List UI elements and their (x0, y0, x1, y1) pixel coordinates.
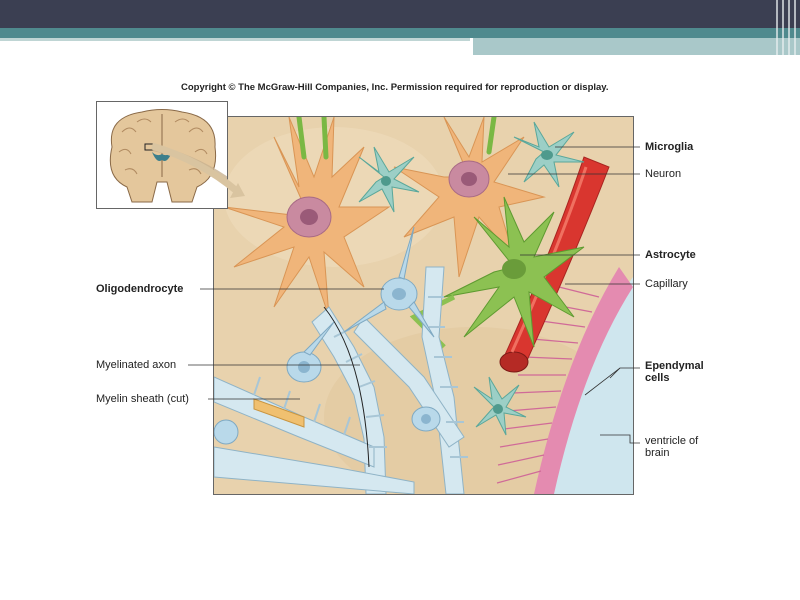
microglia (513, 121, 585, 188)
neuron-left (223, 117, 391, 318)
label-microglia: Microglia (645, 141, 694, 153)
label-neuron: Neuron (645, 168, 682, 180)
label-astrocyte: Astrocyte (645, 249, 696, 261)
label-ependymal-line1: Ependymal (645, 360, 704, 372)
label-capillary: Capillary (645, 278, 688, 290)
illustration-artwork (214, 117, 633, 494)
brain-section-inset (96, 101, 228, 209)
label-ependymal-line2: cells (645, 372, 670, 384)
label-ventricle-line1: ventricle of (645, 435, 699, 447)
neuroglia-illustration (213, 116, 634, 495)
oligodendrocyte (214, 226, 441, 445)
neuron-right (393, 117, 546, 278)
header-light-band-left (0, 38, 470, 41)
label-oligodendrocyte: Oligodendrocyte (96, 283, 184, 295)
copyright-notice: Copyright © The McGraw-Hill Companies, I… (181, 82, 609, 93)
label-myelin-sheath: Myelin sheath (cut) (96, 393, 189, 405)
brain-inset-artwork (97, 102, 227, 208)
label-myelinated-axon: Myelinated axon (96, 359, 177, 371)
header-accent-band (0, 28, 800, 38)
header-light-band-right (473, 38, 800, 55)
header-stripes (772, 0, 800, 55)
axon-core (253, 398, 305, 428)
axon-bracket (323, 306, 370, 468)
label-ventricle-line2: brain (645, 447, 670, 459)
ependymal-layer (534, 267, 633, 494)
header-bar (0, 0, 800, 28)
